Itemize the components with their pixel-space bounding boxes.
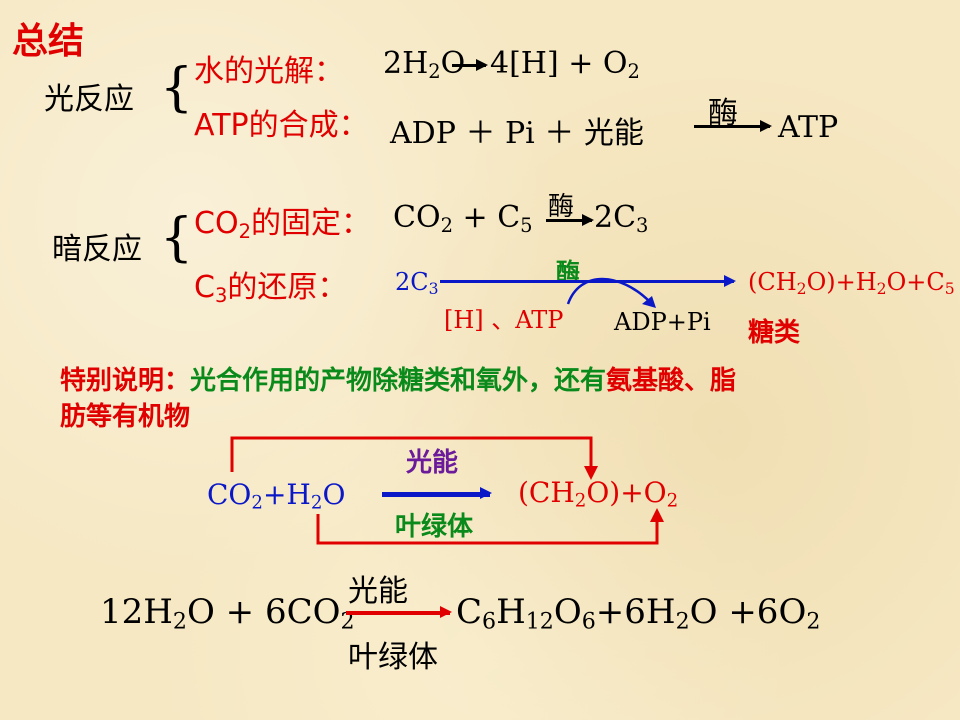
- overall-products: C6H12O6+6H2O +6O2: [456, 592, 821, 635]
- atp-synthesis-label: ATP的合成：: [194, 108, 369, 143]
- co2-fixation-label: CO2的固定：: [194, 206, 371, 243]
- page-title: 总结: [12, 21, 85, 62]
- dark-reaction-label: 暗反应: [52, 232, 142, 267]
- cycle-main-arrow: [382, 487, 492, 499]
- c3-byproduct: ADP+Pi: [614, 308, 711, 336]
- atp-synthesis-arrow: [694, 120, 772, 132]
- special-note-line1: 特别说明：光合作用的产物除糖类和氧外，还有氨基酸、脂: [60, 366, 737, 396]
- overall-reactants: 12H2O + 6CO2: [100, 592, 355, 635]
- dark-brace: {: [160, 208, 194, 268]
- atp-consumption-curve: [566, 277, 651, 305]
- water-photolysis-products: 4[H] + O2: [490, 46, 640, 83]
- c3-reduction-label: C3的还原：: [194, 270, 348, 307]
- co2-enzyme-label: 酶: [548, 192, 575, 222]
- cycle-bottom-connector: [316, 514, 659, 545]
- water-photolysis-arrow: [452, 59, 488, 71]
- c3-reduction-products: (CH2O)+H2O+C5: [748, 268, 955, 298]
- cycle-bottom-arrowhead: [650, 508, 664, 522]
- atp-product: ATP: [778, 110, 839, 145]
- light-reaction-label: 光反应: [44, 82, 134, 117]
- overall-chloroplast-label: 叶绿体: [348, 640, 438, 675]
- cycle-light-label: 光能: [406, 448, 459, 478]
- cycle-reactants: CO2+H2O: [207, 478, 346, 514]
- water-photolysis-label: 水的光解：: [194, 54, 344, 89]
- cycle-chloroplast-label: 叶绿体: [395, 512, 474, 542]
- co2-fixation-product: 2C3: [594, 200, 649, 237]
- water-photolysis-equation: 2H2O: [383, 46, 465, 83]
- sugar-label: 糖类: [748, 318, 801, 348]
- atp-synthesis-equation: ADP ＋ Pi ＋ 光能: [390, 116, 644, 151]
- special-note-line2: 肪等有机物: [60, 402, 191, 432]
- light-brace: {: [160, 58, 194, 118]
- overall-light-label: 光能: [348, 574, 408, 609]
- c3-reduction-start: 2C3: [395, 268, 439, 298]
- overall-arrow: [346, 606, 452, 618]
- cycle-top-connector: [230, 436, 593, 472]
- cycle-top-arrowhead: [584, 466, 598, 480]
- c3-reagents: [H] 、ATP: [444, 306, 564, 334]
- co2-fixation-arrow: [546, 214, 594, 226]
- cycle-products: (CH2O)+O2: [518, 476, 679, 512]
- co2-fixation-equation: CO2 + C5: [393, 200, 533, 237]
- atp-consumption-arrowhead: [642, 296, 656, 308]
